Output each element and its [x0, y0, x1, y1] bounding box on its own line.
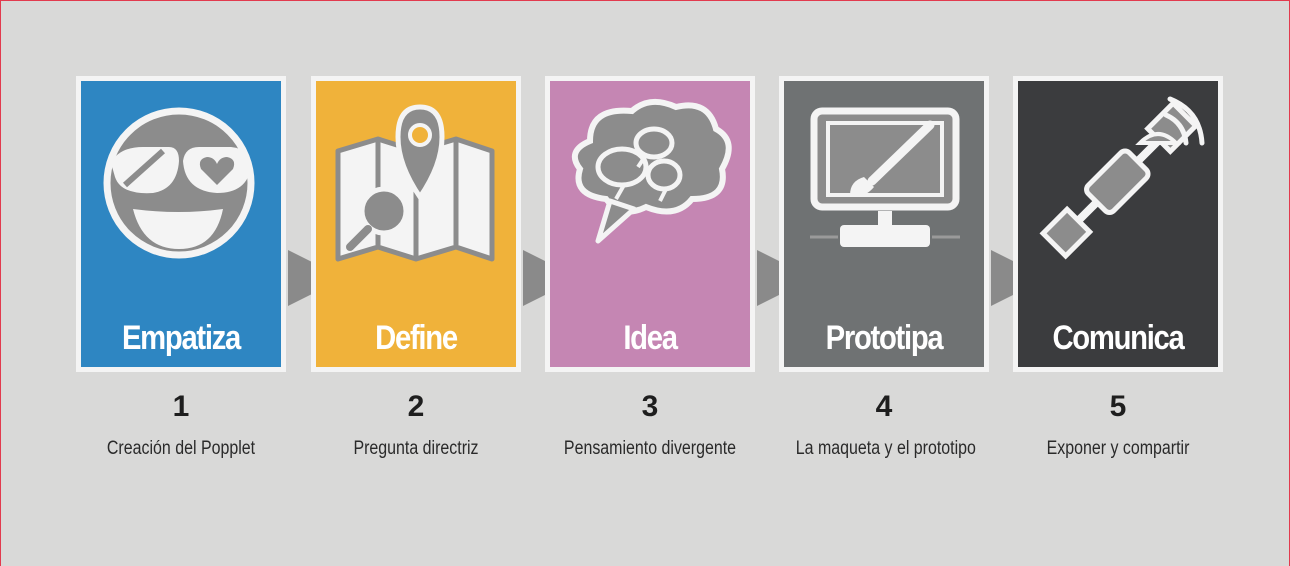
step-empatiza: Empatiza 1 Creación del Popplet: [76, 76, 286, 460]
step-card: Prototipa: [779, 76, 989, 372]
step-title: Empatiza: [121, 319, 241, 357]
satellite-icon: [1039, 96, 1205, 260]
map-pin-magnifier-icon: [335, 104, 495, 262]
step-card: Define: [311, 76, 521, 372]
step-number: 5: [1109, 390, 1127, 423]
step-number: 4: [875, 390, 893, 423]
step-card: Comunica: [1013, 76, 1223, 372]
step-idea: Idea 3 Pensamiento divergente: [545, 76, 755, 460]
step-prototipa: Prototipa 4 La maqueta y el prototipo: [779, 76, 989, 460]
step-define: Define 2 Pregunta directriz: [311, 76, 521, 460]
step-comunica: Comunica 5 Exponer y compartir: [1013, 76, 1223, 460]
step-number: 2: [407, 390, 425, 423]
step-title: Idea: [623, 319, 678, 357]
step-number: 1: [172, 390, 190, 423]
step-caption: Pregunta directriz: [353, 438, 479, 459]
smiley-heart-glasses-icon: [103, 107, 255, 259]
step-caption: Creación del Popplet: [106, 438, 256, 459]
step-title: Define: [375, 319, 458, 357]
step-caption: Exponer y compartir: [1046, 438, 1190, 459]
thought-bubbles-icon: [571, 98, 732, 244]
step-title: Comunica: [1052, 319, 1184, 357]
step-card: Empatiza: [76, 76, 286, 372]
step-title: Prototipa: [825, 319, 944, 357]
step-number: 3: [641, 390, 659, 423]
step-caption: Pensamiento divergente: [563, 438, 737, 459]
monitor-paintbrush-icon: [810, 107, 960, 247]
step-caption: La maqueta y el prototipo: [795, 438, 976, 459]
step-card: Idea: [545, 76, 755, 372]
